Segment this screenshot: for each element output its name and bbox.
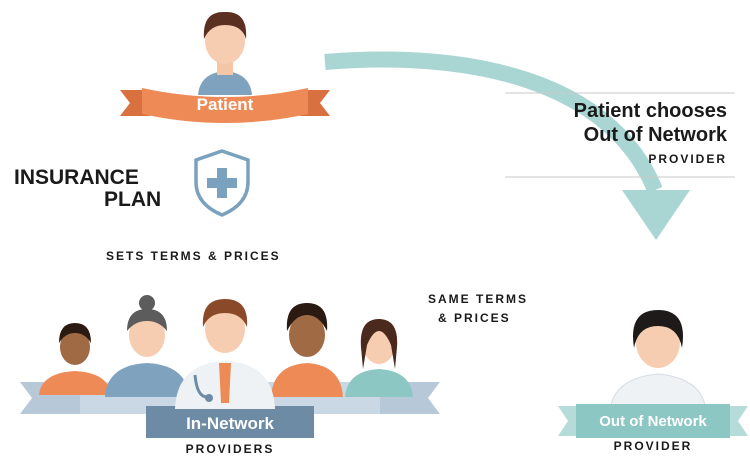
- sets-terms-label: SETS TERMS & PRICES: [106, 249, 281, 263]
- same-terms-line2: & PRICES: [438, 311, 511, 325]
- insurance-title-line2: PLAN: [104, 188, 162, 211]
- in-network-group: [39, 295, 413, 409]
- out-network-caption: PROVIDER: [613, 439, 693, 453]
- out-network-banner-label: Out of Network: [599, 413, 707, 430]
- choice-line3: PROVIDER: [648, 152, 727, 166]
- patient-ribbon-label: Patient: [196, 95, 254, 114]
- out-network-avatar: [609, 310, 707, 410]
- in-network-caption: PROVIDERS: [185, 442, 275, 456]
- patient-avatar: [198, 11, 252, 95]
- choice-line1: Patient chooses: [573, 100, 727, 122]
- same-terms-line1: SAME TERMS: [428, 292, 529, 306]
- insurance-title-line1: INSURANCE: [14, 166, 139, 189]
- choice-line2: Out of Network: [583, 124, 727, 146]
- patient-ribbon: [120, 88, 330, 123]
- shield-icon: [194, 149, 250, 217]
- in-network-banner-label: In-Network: [186, 414, 274, 433]
- out-network-banner: [558, 404, 748, 438]
